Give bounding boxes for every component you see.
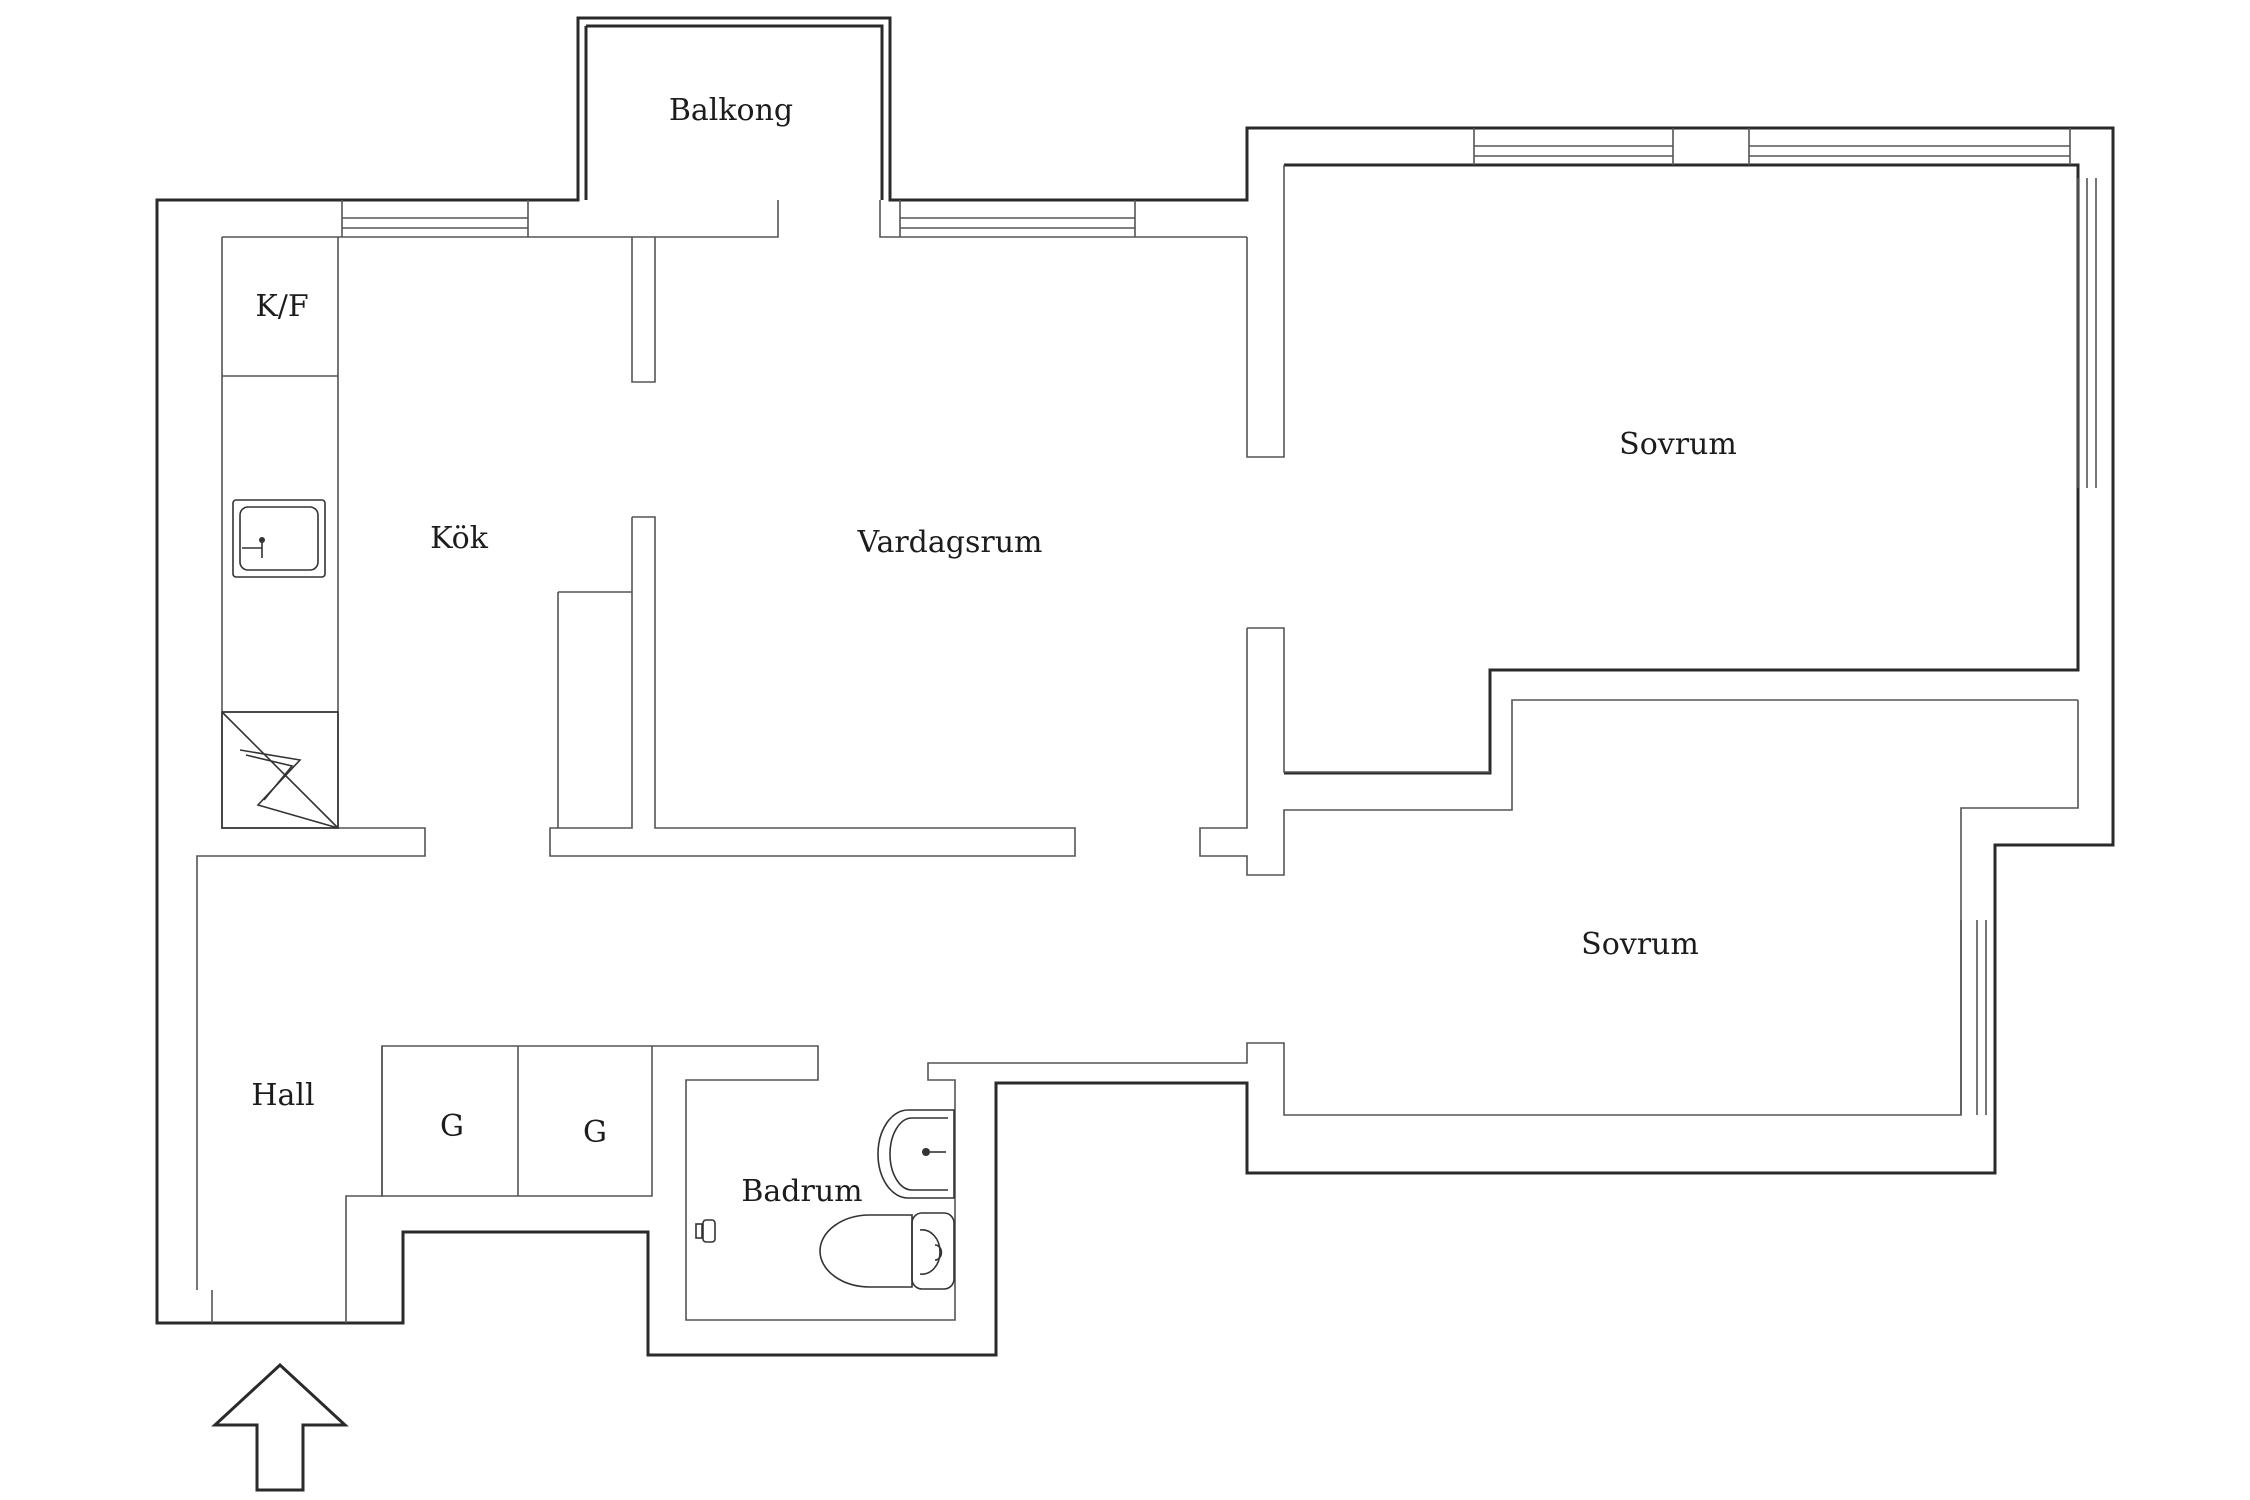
washbasin-icon: [877, 1109, 955, 1199]
stove-icon: [221, 711, 339, 829]
bedroom-2-label: Sovrum: [1581, 927, 1699, 962]
interior-walls: [196, 165, 2079, 1323]
windows: [341, 128, 2097, 1115]
wardrobe-1-label: G: [440, 1109, 464, 1144]
kitchen-sink-icon: [232, 499, 326, 578]
bedroom-1-label: Sovrum: [1619, 427, 1737, 462]
hall-label: Hall: [251, 1078, 314, 1113]
balcony-label: Balkong: [669, 93, 793, 128]
toilet-icon: [819, 1212, 955, 1290]
fridge-freezer-label: K/F: [255, 289, 308, 324]
wardrobe-2-label: G: [583, 1115, 607, 1150]
entrance-arrow-icon: [211, 1362, 349, 1492]
shower-icon: [695, 1219, 716, 1243]
kitchen-label: Kök: [430, 521, 489, 556]
outer-walls: [155, 16, 2115, 1357]
living-room-label: Vardagsrum: [857, 525, 1043, 560]
bathroom-label: Badrum: [741, 1174, 862, 1209]
